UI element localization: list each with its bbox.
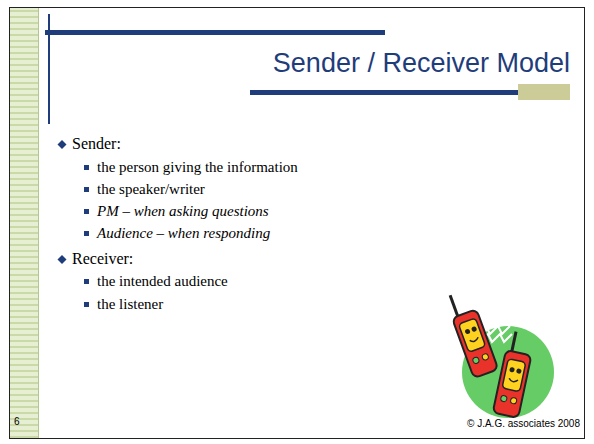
square-bullet	[84, 279, 89, 284]
accent-block	[518, 84, 570, 100]
bullet-heading: Sender:	[72, 135, 121, 153]
bullet-item: Audience – when responding	[97, 225, 270, 242]
bullet-heading: Receiver:	[72, 250, 133, 268]
square-bullet	[84, 231, 89, 236]
square-bullet	[84, 187, 89, 192]
bullet-item: PM – when asking questions	[97, 203, 269, 220]
bullet-item: the listener	[97, 296, 163, 313]
bullet-item: the person giving the information	[97, 159, 298, 176]
bullet-item: the intended audience	[97, 273, 228, 290]
slide-number: 6	[14, 416, 20, 427]
walkie-talkie	[493, 330, 536, 418]
title-rule-bottom	[250, 90, 518, 95]
slide-title: Sender / Receiver Model	[273, 48, 570, 79]
diamond-bullet	[58, 140, 67, 149]
slide-frame	[10, 8, 585, 439]
copyright-note: © J.A.G. associates 2008	[467, 418, 580, 429]
side-band	[10, 8, 38, 438]
bullet-item: the speaker/writer	[97, 181, 205, 198]
walkie-talkie	[444, 288, 498, 378]
title-rule-top	[45, 30, 385, 35]
bullets	[58, 140, 90, 307]
diamond-bullet	[58, 255, 67, 264]
square-bullet	[84, 165, 89, 170]
square-bullet	[84, 302, 89, 307]
square-bullet	[84, 209, 89, 214]
side-band-edge	[38, 8, 39, 438]
walkie-talkie-illustration	[444, 288, 554, 418]
